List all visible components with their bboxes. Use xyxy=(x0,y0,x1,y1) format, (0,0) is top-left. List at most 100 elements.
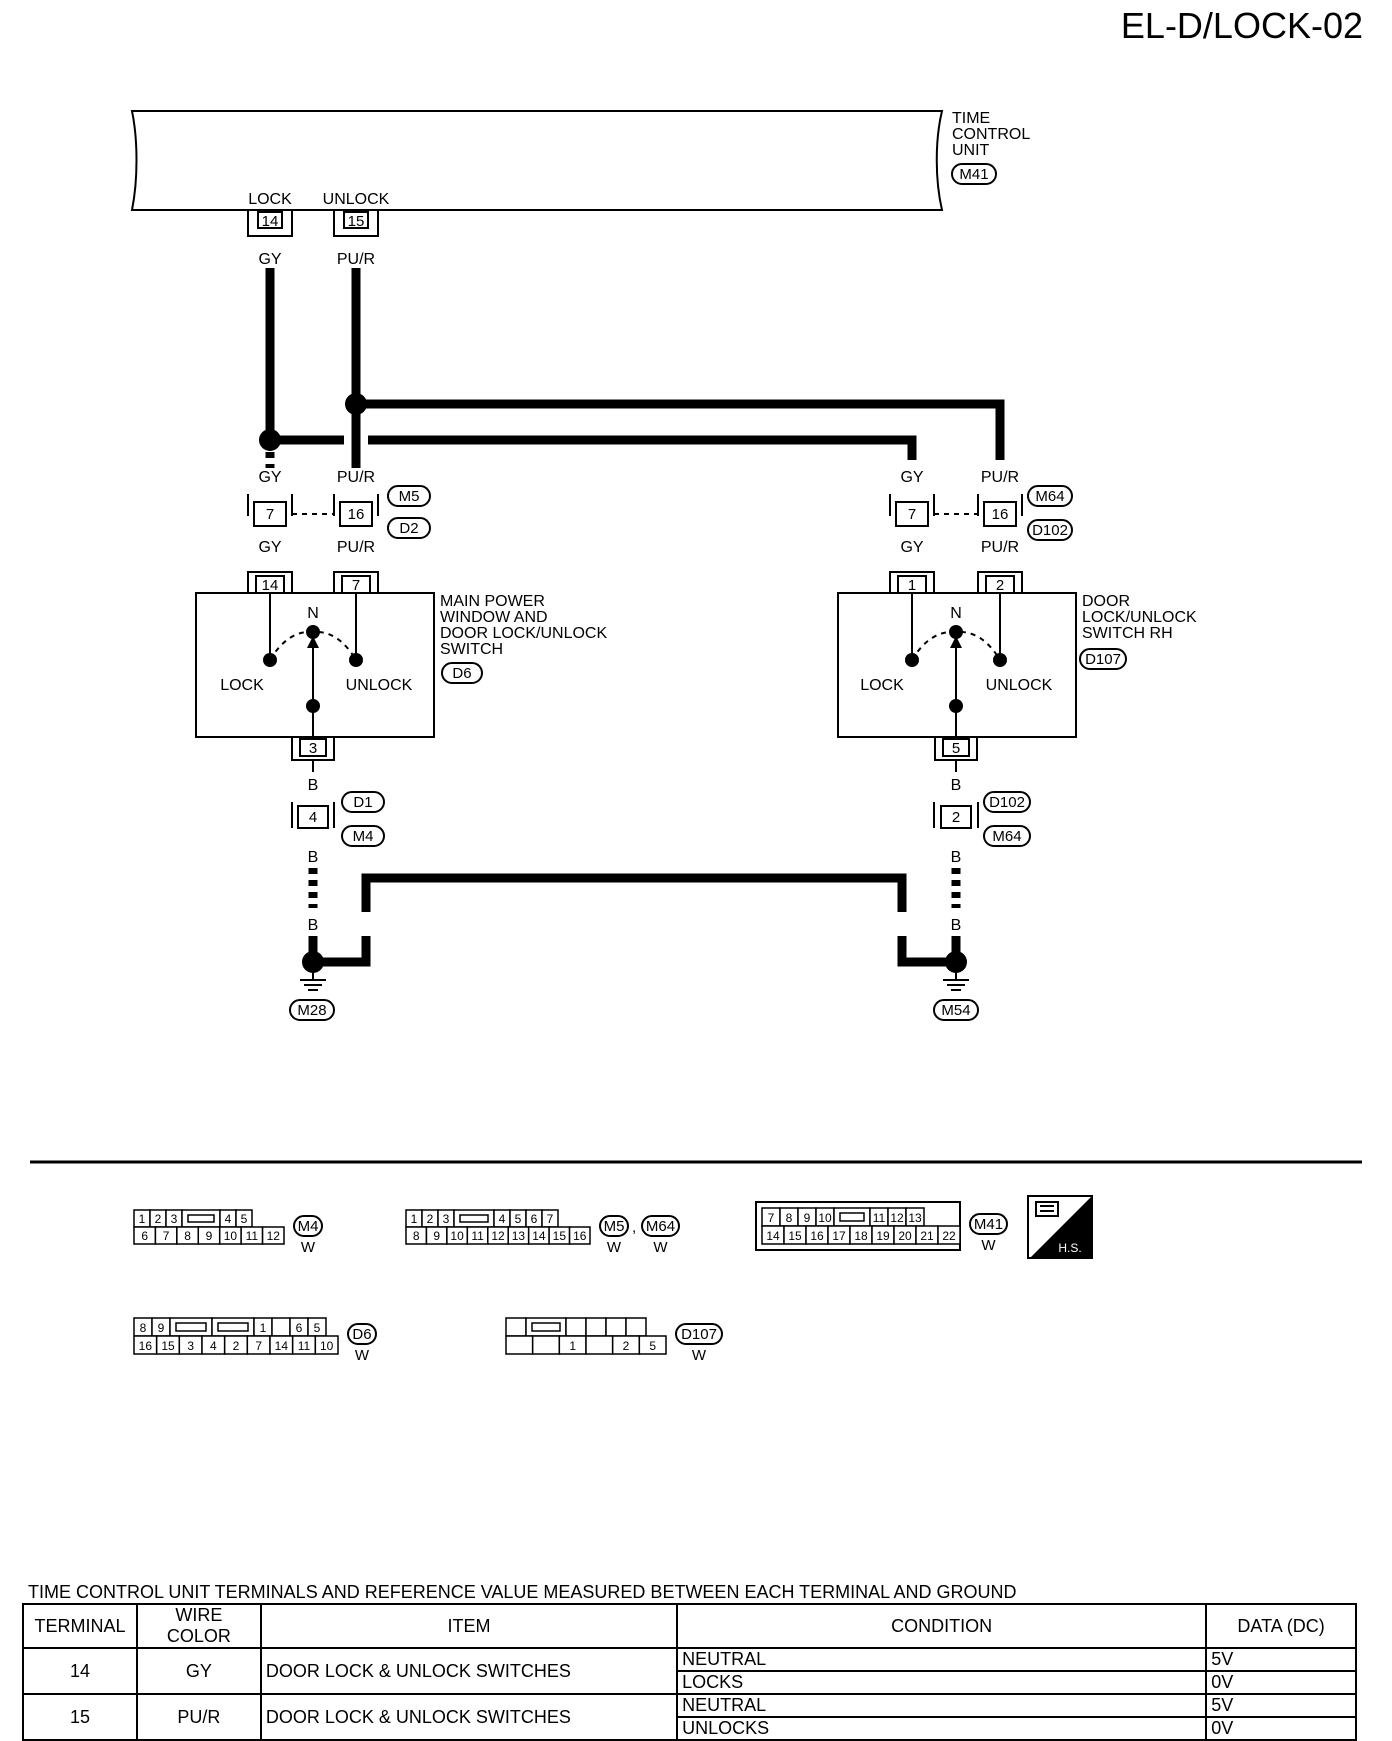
connector-pin-label: 2 xyxy=(155,1212,162,1226)
connector-pin-label: 13 xyxy=(908,1211,922,1225)
right-joint-gy-top: GY xyxy=(900,469,923,486)
table-row: 15 PU/R DOOR LOCK & UNLOCK SWITCHES NEUT… xyxy=(22,1693,1357,1741)
right-joint-conn-d102 xyxy=(1027,519,1073,541)
table-title: TIME CONTROL UNIT TERMINALS AND REFERENC… xyxy=(28,1582,1017,1602)
row1-terminal: 14 xyxy=(22,1647,138,1695)
row1-data-2: 0V xyxy=(1205,1670,1357,1695)
right-switch-neutral: N xyxy=(950,605,962,622)
connector-pin-label: 14 xyxy=(532,1229,546,1243)
wiring-diagram: EL-D/LOCK-02 TIME CONTROL UNIT M41 LOCK … xyxy=(30,5,1363,1364)
connector-pin-label: 5 xyxy=(314,1321,321,1335)
connector-pin-label: 15 xyxy=(161,1339,175,1353)
right-switch-unlock: UNLOCK xyxy=(986,677,1053,694)
connector-color-label: W xyxy=(301,1239,316,1256)
left-joint-pur-top: PU/R xyxy=(337,469,375,486)
tcu-pin-15: 15 xyxy=(333,210,379,237)
connector-pin-label: 5 xyxy=(515,1212,522,1226)
row1-data-1: 5V xyxy=(1205,1647,1357,1672)
left-switch-name-1: MAIN POWER xyxy=(440,593,545,610)
connector-pin-label: 11 xyxy=(873,1211,886,1225)
connector-color-label: W xyxy=(607,1239,622,1256)
left-joint-pin-7: 7 xyxy=(247,494,293,527)
left-switch-conn-badge xyxy=(441,662,483,684)
tcu-name-2: CONTROL xyxy=(952,126,1030,143)
connector-color-label: W xyxy=(653,1239,668,1256)
connector-pin-label: 9 xyxy=(158,1321,165,1335)
left-switch: 14 7 N LOCK UNLOCK 3 xyxy=(195,571,435,761)
connector-pin-label: 4 xyxy=(499,1212,506,1226)
connector-id-label: M5 xyxy=(604,1218,625,1235)
connector-pin-label: 6 xyxy=(531,1212,538,1226)
connector-id-label: M4 xyxy=(298,1218,319,1235)
connector-pin-label: 6 xyxy=(296,1321,303,1335)
table-row: LOCKS 0V xyxy=(23,1670,1357,1695)
wire-pur-label: PU/R xyxy=(337,251,375,268)
tcu-lock-label: LOCK xyxy=(248,191,292,208)
header-item: ITEM xyxy=(259,1603,679,1649)
connector-pin-label: 15 xyxy=(788,1229,802,1243)
connector-id-label: D107 xyxy=(681,1326,717,1343)
connector-pin-label: 4 xyxy=(225,1212,232,1226)
svg-text:7: 7 xyxy=(266,506,274,523)
left-switch-name-4: SWITCH xyxy=(440,641,503,658)
connector-pin-label: 20 xyxy=(898,1229,912,1243)
right-switch-name-1: DOOR xyxy=(1082,593,1130,610)
connector-pin-label: 13 xyxy=(512,1229,526,1243)
right-switch: 1 2 N LOCK UNLOCK 5 xyxy=(837,571,1077,761)
right-ground-wire-2: B xyxy=(951,849,962,866)
left-switch-pin-3: 3 xyxy=(309,740,317,757)
connector-pin-label: 10 xyxy=(818,1211,832,1225)
connector-pin-label: 12 xyxy=(491,1229,505,1243)
tcu-unlock-label: UNLOCK xyxy=(323,191,390,208)
svg-text:7: 7 xyxy=(908,506,916,523)
connector-pin-label: 7 xyxy=(163,1229,170,1243)
left-ground-conn-m4: M4 xyxy=(353,828,374,845)
svg-text:16: 16 xyxy=(992,506,1009,523)
left-switch-lock: LOCK xyxy=(220,677,264,694)
right-joint-pur-bottom: PU/R xyxy=(981,539,1019,556)
right-switch-pin-1: 1 xyxy=(908,577,916,594)
connector-pin-label: 10 xyxy=(224,1229,238,1243)
right-ground-wire-1: B xyxy=(951,777,962,794)
left-ground-wire-2: B xyxy=(308,849,319,866)
connector-pin-label: 8 xyxy=(140,1321,147,1335)
connector-pin-label: 12 xyxy=(267,1229,281,1243)
connector-pin-label: 2 xyxy=(233,1339,240,1353)
right-switch-name-2: LOCK/UNLOCK xyxy=(1082,609,1197,626)
connector-pin-label: 16 xyxy=(810,1229,824,1243)
connector-pin-label: 14 xyxy=(275,1339,289,1353)
connector-pin-label: 2 xyxy=(427,1212,434,1226)
left-ground-wire-1: B xyxy=(308,777,319,794)
connector-id-label: M64 xyxy=(646,1218,675,1235)
connector-pin-label: 5 xyxy=(241,1212,248,1226)
left-switch-neutral: N xyxy=(307,605,319,622)
header-wire-color: WIRE COLOR xyxy=(135,1603,262,1649)
left-switch-unlock: UNLOCK xyxy=(346,677,413,694)
row2-item: DOOR LOCK & UNLOCK SWITCHES xyxy=(259,1693,679,1741)
right-ground-conn-d102: D102 xyxy=(989,794,1025,811)
svg-text:15: 15 xyxy=(348,213,365,230)
connector-pin-label: 1 xyxy=(569,1339,576,1353)
left-joint-pin-16: 16 xyxy=(333,494,379,527)
connector-separator: , xyxy=(632,1219,636,1236)
connector-color-label: W xyxy=(981,1237,996,1254)
left-ground-conn-d1: D1 xyxy=(353,794,372,811)
row2-condition-2: UNLOCKS xyxy=(676,1716,1208,1741)
connector-pin-label: 19 xyxy=(876,1229,890,1243)
connector-pin-label: 9 xyxy=(804,1211,811,1225)
right-switch-pin-2: 2 xyxy=(996,577,1004,594)
connector-pin-label: 3 xyxy=(171,1212,178,1226)
connector-pin-label: 7 xyxy=(547,1212,554,1226)
right-joint-conn-m64-label: M64 xyxy=(1035,488,1064,505)
header-data: DATA (DC) xyxy=(1205,1603,1357,1649)
right-switch-conn-label: D107 xyxy=(1085,651,1121,668)
tcu-name-1: TIME xyxy=(952,110,990,127)
table-row: 14 GY DOOR LOCK & UNLOCK SWITCHES NEUTRA… xyxy=(22,1647,1357,1695)
tcu-connector-badge xyxy=(951,163,997,185)
right-ground: B 2 D102 M64 B B B M54 xyxy=(897,760,1031,1021)
time-control-unit: TIME CONTROL UNIT M41 xyxy=(130,110,1030,211)
